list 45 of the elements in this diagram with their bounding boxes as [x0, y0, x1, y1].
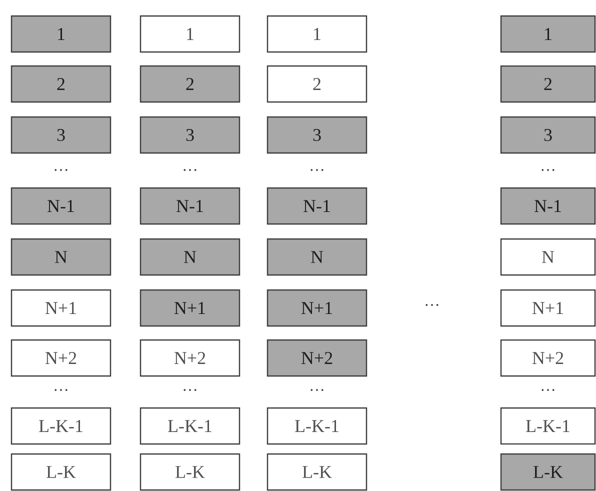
- cell-box: 3: [10, 116, 112, 154]
- cell-box: N+1: [500, 289, 596, 327]
- cell-box: N-1: [140, 187, 240, 225]
- cell-box: N: [140, 238, 240, 276]
- ellipsis: …: [426, 304, 438, 306]
- cell-box: 1: [500, 15, 596, 53]
- cell-box: N-1: [500, 187, 596, 225]
- ellipsis: …: [54, 389, 68, 391]
- cell-box: 1: [266, 15, 368, 53]
- cell-box: 2: [500, 65, 596, 103]
- ellipsis: …: [54, 169, 68, 171]
- cell-box: 3: [266, 116, 368, 154]
- cell-box: 1: [140, 15, 240, 53]
- cell-box: 2: [10, 65, 112, 103]
- ellipsis: …: [310, 169, 324, 171]
- cell-box: L-K-1: [140, 407, 240, 445]
- cell-box: N-1: [10, 187, 112, 225]
- ellipsis: …: [184, 389, 196, 391]
- cell-box: N-1: [266, 187, 368, 225]
- cell-box: 3: [140, 116, 240, 154]
- cell-box: 2: [266, 65, 368, 103]
- ellipsis: …: [184, 169, 196, 171]
- cell-box: L-K: [10, 453, 112, 491]
- cell-box: N+2: [500, 339, 596, 377]
- cell-box: N: [266, 238, 368, 276]
- cell-box: 1: [10, 15, 112, 53]
- cell-box: L-K-1: [10, 407, 112, 445]
- cell-box: L-K: [266, 453, 368, 491]
- cell-box: 2: [140, 65, 240, 103]
- ellipsis: …: [542, 169, 554, 171]
- cell-box: N: [500, 238, 596, 276]
- cell-box: N+2: [10, 339, 112, 377]
- cell-box: N+2: [266, 339, 368, 377]
- ellipsis: …: [542, 389, 554, 391]
- cell-box: 3: [500, 116, 596, 154]
- cell-box: L-K: [140, 453, 240, 491]
- cell-box: N+2: [140, 339, 240, 377]
- cell-box: L-K-1: [266, 407, 368, 445]
- cell-box: L-K: [500, 453, 596, 491]
- cell-box: N+1: [140, 289, 240, 327]
- cell-box: L-K-1: [500, 407, 596, 445]
- cell-box: N+1: [10, 289, 112, 327]
- cell-box: N+1: [266, 289, 368, 327]
- ellipsis: …: [310, 389, 324, 391]
- cell-box: N: [10, 238, 112, 276]
